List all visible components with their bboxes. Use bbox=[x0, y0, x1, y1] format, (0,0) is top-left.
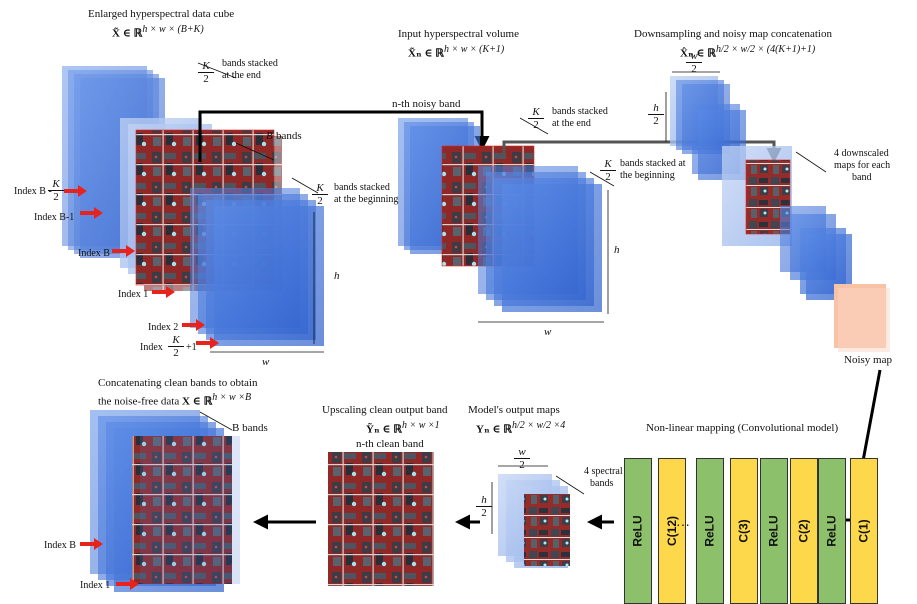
upscaled-band bbox=[328, 452, 434, 586]
title-concat-line2: the noise-free data X ∈ ℝh × w ×B bbox=[98, 392, 252, 408]
network-block-label: ReLU bbox=[825, 515, 839, 547]
title-upscaling: Upscaling clean output band bbox=[322, 404, 448, 416]
label-index-1-bottom: Index 1 bbox=[80, 580, 111, 591]
label-index-b: Index B bbox=[78, 248, 110, 259]
label-nth-clean-band: n-th clean band bbox=[356, 438, 424, 450]
label-index-b-minus-k: Index B - bbox=[14, 186, 52, 197]
network-block-label: ReLU bbox=[767, 515, 781, 547]
downsampled-stack bbox=[665, 71, 890, 352]
network-block-c2: C(2) bbox=[790, 458, 818, 604]
label-four-downscaled-1: 4 downscaled bbox=[834, 148, 889, 159]
index-arrows bbox=[64, 185, 219, 349]
network-block-c1: C(1) bbox=[850, 458, 878, 604]
network-block-label: ReLU bbox=[631, 515, 645, 547]
network-block-label: C(3) bbox=[737, 519, 751, 543]
network-block-relu: ReLU bbox=[624, 458, 652, 604]
label-mid-end-1: bands stacked bbox=[552, 106, 608, 117]
label-bands-begin-1: bands stacked bbox=[334, 182, 390, 193]
label-w-mid: w bbox=[544, 326, 552, 338]
label-bands-end-1: bands stacked bbox=[222, 58, 278, 69]
label-bands-end-2: at the end bbox=[222, 70, 261, 81]
label-h-left: h bbox=[334, 270, 340, 282]
title-concat-line1: Concatenating clean bands to obtain bbox=[98, 377, 258, 389]
network-block-relu: ReLU bbox=[760, 458, 788, 604]
title-enlarged-cube: Enlarged hyperspectral data cube bbox=[88, 8, 235, 20]
label-index-b-bottom: Index B bbox=[44, 540, 76, 551]
label-index-b-minus-1: Index B-1 bbox=[34, 212, 75, 223]
label-four-spectral-1: 4 spectral bbox=[584, 466, 623, 477]
label-mid-begin-1: bands stacked at bbox=[620, 158, 686, 169]
label-bands-begin-2: at the beginning bbox=[334, 194, 399, 205]
network-block-label: C(2) bbox=[797, 519, 811, 543]
network-block-label: C(1) bbox=[857, 519, 871, 543]
network-ellipsis: … bbox=[676, 515, 690, 530]
label-index-2: Index 2 bbox=[148, 322, 179, 333]
label-index-k-pre: Index bbox=[140, 342, 163, 353]
label-four-downscaled-2: maps for each bbox=[834, 160, 891, 171]
network-block-label: ReLU bbox=[703, 515, 717, 547]
network-block-relu: ReLU bbox=[696, 458, 724, 604]
label-four-spectral-2: bands bbox=[590, 478, 614, 489]
input-volume bbox=[398, 117, 615, 323]
label-index-1: Index 1 bbox=[118, 289, 149, 300]
label-b-letter: B bbox=[266, 130, 273, 142]
label-b-bands: bands bbox=[276, 130, 302, 142]
symbol-input-volume: X̃ₙ ∈ ℝh × w × (K+1) bbox=[408, 44, 505, 60]
model-output-stack bbox=[491, 465, 585, 568]
label-index-k-post: +1 bbox=[186, 342, 197, 353]
label-nth-noisy-band: n-th noisy band bbox=[392, 98, 461, 110]
title-input-volume: Input hyperspectral volume bbox=[398, 28, 519, 40]
label-b-bands-bottom: B bands bbox=[232, 422, 268, 434]
label-w-left: w bbox=[262, 356, 270, 368]
title-nonlinear: Non-linear mapping (Convolutional model) bbox=[646, 422, 839, 434]
network-block-relu: ReLU bbox=[818, 458, 846, 604]
symbol-enlarged-cube: X̃ ∈ ℝh × w × (B+K) bbox=[112, 24, 204, 40]
clean-index-arrows bbox=[80, 538, 139, 590]
label-mid-end-2: at the end bbox=[552, 118, 591, 129]
title-model-output: Model's output maps bbox=[468, 404, 560, 416]
label-noisy-map: Noisy map bbox=[844, 354, 892, 366]
clean-cube bbox=[90, 410, 240, 592]
enlarged-cube bbox=[62, 62, 324, 353]
label-mid-begin-2: the beginning bbox=[620, 170, 675, 181]
network-block-c3: C(3) bbox=[730, 458, 758, 604]
label-four-downscaled-3: band bbox=[852, 172, 872, 183]
label-h-mid: h bbox=[614, 244, 620, 256]
symbol-upscaling: Ỹₙ ∈ ℝh × w ×1 bbox=[366, 420, 440, 436]
network-block-c12: C(12) bbox=[658, 458, 686, 604]
symbol-model-output: Yₙ ∈ ℝh/2 × w/2 ×4 bbox=[476, 420, 566, 436]
title-downsampling: Downsampling and noisy map concatenation bbox=[634, 28, 832, 40]
symbol-downsampling: X̂ₙ ∈ ℝh/2 × w/2 × (4(K+1)+1) bbox=[680, 44, 816, 60]
